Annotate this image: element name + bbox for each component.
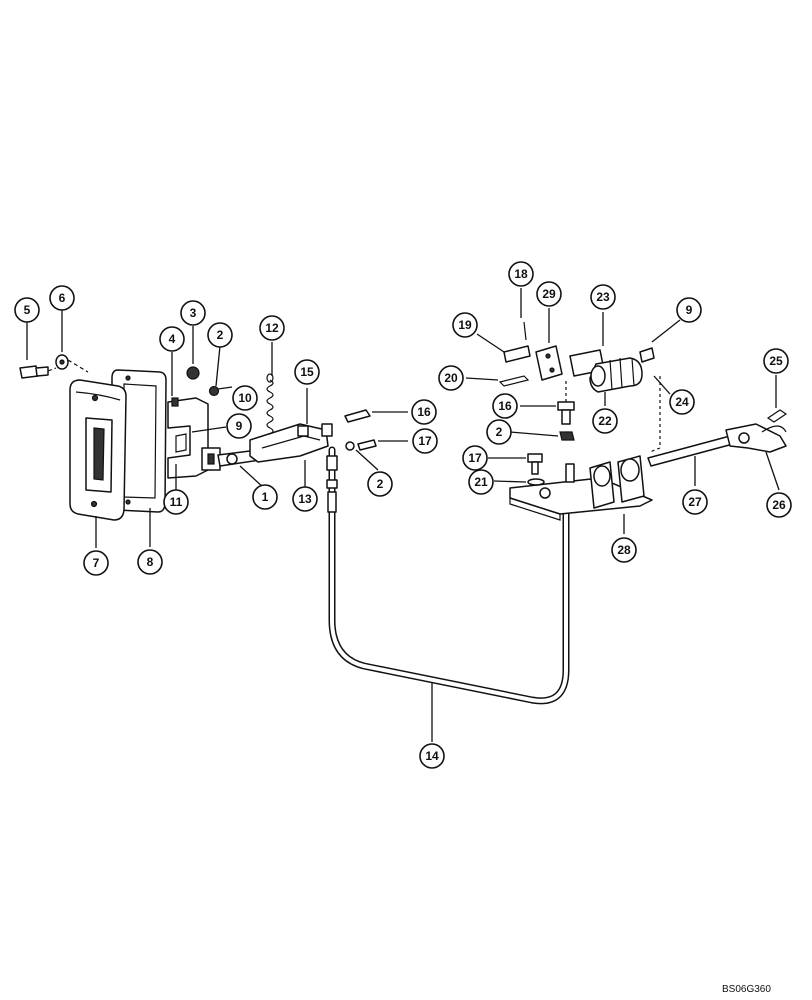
callout-20: 20 (438, 365, 464, 391)
svg-text:1: 1 (262, 490, 269, 504)
callout-12: 12 (259, 315, 285, 341)
svg-text:16: 16 (417, 405, 431, 419)
svg-text:11: 11 (170, 495, 183, 509)
svg-text:2: 2 (496, 425, 503, 439)
svg-text:23: 23 (596, 290, 610, 304)
svg-text:15: 15 (300, 365, 314, 379)
svg-text:27: 27 (688, 495, 702, 509)
callout-15: 15 (294, 359, 320, 385)
callout-22: 22 (592, 408, 618, 434)
svg-text:9: 9 (236, 419, 243, 433)
callout-29: 29 (536, 281, 562, 307)
callout-6: 6 (49, 285, 75, 311)
svg-text:12: 12 (265, 321, 279, 335)
svg-text:4: 4 (169, 332, 176, 346)
callout-1: 1 (252, 484, 278, 510)
callout-16a: 16 (411, 399, 437, 425)
callout-2b: 2 (367, 471, 393, 497)
svg-text:5: 5 (24, 303, 31, 317)
callout-25: 25 (763, 348, 789, 374)
svg-text:9: 9 (686, 303, 693, 317)
svg-text:28: 28 (617, 543, 631, 557)
valve-assembly (498, 321, 788, 521)
callout-3: 3 (180, 300, 206, 326)
svg-text:25: 25 (769, 354, 783, 368)
svg-text:22: 22 (598, 414, 612, 428)
callout-9b: 9 (676, 297, 702, 323)
callout-19: 19 (452, 312, 478, 338)
control-cable (326, 446, 570, 705)
callout-13: 13 (292, 486, 318, 512)
reference-code: BS06G360 (722, 984, 771, 995)
callout-24: 24 (669, 389, 695, 415)
svg-text:19: 19 (458, 318, 472, 332)
svg-text:2: 2 (377, 477, 384, 491)
callout-2c: 2 (486, 419, 512, 445)
svg-text:2: 2 (217, 328, 224, 342)
callout-8: 8 (137, 549, 163, 575)
svg-text:16: 16 (498, 399, 512, 413)
svg-text:24: 24 (675, 395, 689, 409)
svg-text:3: 3 (190, 306, 197, 320)
callout-14: 14 (419, 743, 445, 769)
svg-text:10: 10 (238, 391, 252, 405)
callout-27: 27 (682, 489, 708, 515)
callout-9a: 9 (226, 413, 252, 439)
callout-17a: 17 (412, 428, 438, 454)
svg-text:21: 21 (474, 475, 488, 489)
svg-text:14: 14 (425, 749, 439, 763)
latch-mechanism (19, 354, 377, 479)
svg-text:17: 17 (468, 451, 482, 465)
callout-7: 7 (83, 550, 109, 576)
svg-text:20: 20 (444, 371, 458, 385)
callout-17b: 17 (462, 445, 488, 471)
svg-text:7: 7 (93, 556, 100, 570)
callout-10: 10 (232, 385, 258, 411)
callout-11: 11 (163, 489, 189, 515)
svg-text:6: 6 (59, 291, 66, 305)
callout-23: 23 (590, 284, 616, 310)
callout-16b: 16 (492, 393, 518, 419)
callout-2a: 2 (207, 322, 233, 348)
svg-text:29: 29 (542, 287, 556, 301)
callout-18: 18 (508, 261, 534, 287)
svg-text:18: 18 (514, 267, 528, 281)
handle-assembly (69, 369, 167, 521)
callout-28: 28 (611, 537, 637, 563)
callout-26: 26 (766, 492, 792, 518)
svg-text:8: 8 (147, 555, 154, 569)
svg-text:17: 17 (418, 434, 432, 448)
callout-4: 4 (159, 326, 185, 352)
svg-text:13: 13 (298, 492, 312, 506)
callout-5: 5 (14, 297, 40, 323)
callout-21: 21 (468, 469, 494, 495)
svg-text:26: 26 (772, 498, 786, 512)
